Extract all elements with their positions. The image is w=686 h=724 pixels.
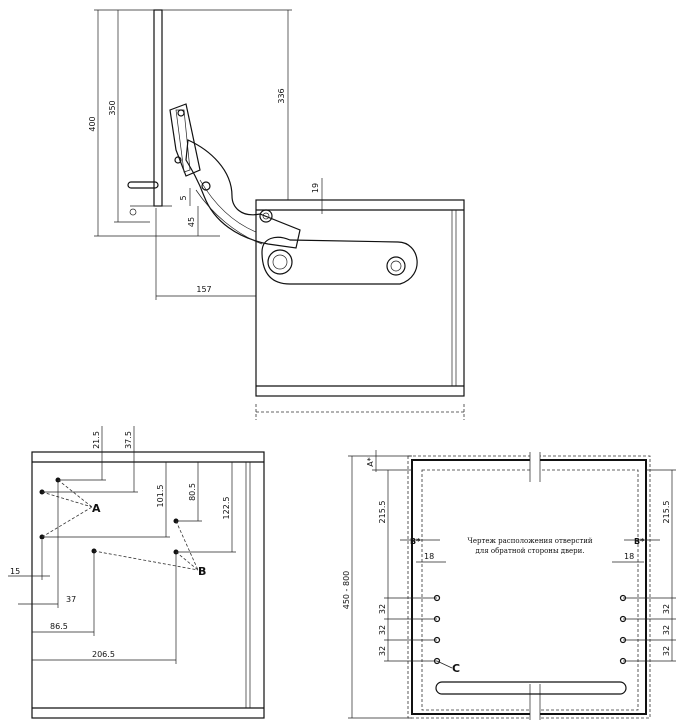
dim-101-5: 101.5	[156, 485, 165, 508]
dim-15: 15	[10, 567, 20, 576]
door-hinge-pivot-inner	[262, 212, 270, 220]
right-view: C Чертеж расположения отверстий для обра…	[342, 450, 676, 720]
cabinet-side-panel	[153, 9, 163, 207]
top-view: 400 350 336 19 5 45 157	[88, 9, 465, 420]
arm-curve-1	[199, 179, 257, 233]
top-pivot	[177, 109, 185, 117]
bottom-slot	[435, 681, 627, 695]
note-line-2: для обратной стороны двери.	[475, 547, 584, 555]
dim-5: 5	[179, 195, 188, 200]
adjustment-screw-inner	[390, 260, 402, 272]
dim-80-5: 80.5	[188, 483, 197, 501]
door-panel	[255, 199, 465, 397]
dim-b-star-left: B*	[410, 537, 421, 546]
dim-122-5: 122.5	[222, 497, 231, 520]
left-view: A B 21.5 37.5 101.5 80.5 122.5 15 37 86.…	[8, 426, 265, 719]
dim-b-star-right: B*	[634, 537, 645, 546]
dim-37-5: 37.5	[124, 431, 133, 449]
dim-32-left-1: 32	[378, 604, 387, 614]
dim-450-800: 450 - 800	[342, 571, 351, 610]
dim-18-right: 18	[624, 552, 634, 561]
lift-arm	[185, 139, 301, 249]
dim-32-right-3: 32	[662, 646, 671, 656]
mid-pivot	[174, 156, 182, 164]
housing-logo-ring	[267, 249, 293, 275]
dim-45: 45	[187, 217, 196, 227]
dim-18-left: 18	[424, 552, 434, 561]
dim-32-left-3: 32	[378, 646, 387, 656]
dim-32-right-1: 32	[662, 604, 671, 614]
dim-336: 336	[277, 88, 286, 103]
mechanism-base	[169, 103, 201, 177]
arm-curve-2	[195, 189, 263, 245]
label-a: A	[92, 502, 101, 515]
dim-157: 157	[196, 285, 211, 294]
arm-pivot	[201, 181, 211, 191]
adjustment-screw	[386, 256, 406, 276]
right-door-dashed-outline	[407, 455, 651, 719]
dim-a-star: A*	[366, 457, 375, 466]
side-pin	[127, 181, 159, 189]
mount-hole	[129, 208, 137, 216]
label-c: C	[452, 662, 460, 675]
dim-350: 350	[108, 100, 117, 115]
dim-19: 19	[311, 183, 320, 193]
right-door-frame	[411, 459, 647, 715]
dim-32-left-2: 32	[378, 625, 387, 635]
housing-logo-inner	[272, 254, 288, 270]
dim-215-5-left: 215.5	[378, 501, 387, 524]
dim-215-5-right: 215.5	[662, 501, 671, 524]
note-line-1: Чертеж расположения отверстий	[467, 537, 592, 545]
dim-21-5: 21.5	[92, 431, 101, 449]
dim-32-right-2: 32	[662, 625, 671, 635]
dim-206-5: 206.5	[92, 650, 115, 659]
mechanism-housing	[261, 236, 418, 285]
label-b: B	[198, 565, 206, 578]
left-door-outline	[31, 451, 265, 719]
dim-37: 37	[66, 595, 76, 604]
dim-400: 400	[88, 116, 97, 131]
dim-86-5: 86.5	[50, 622, 68, 631]
door-open-position	[255, 404, 465, 420]
